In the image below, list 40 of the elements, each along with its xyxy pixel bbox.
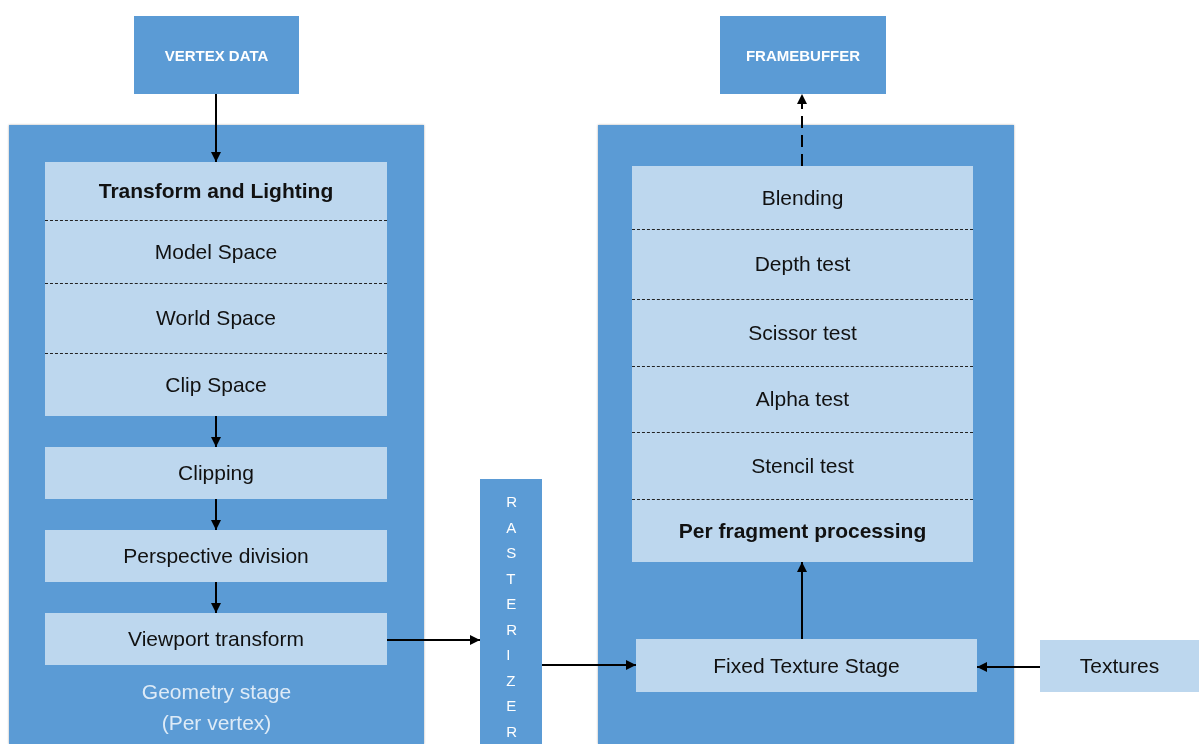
arrow <box>386 635 481 645</box>
box-label: Textures <box>1079 654 1160 678</box>
arrow <box>211 581 221 614</box>
section-label: Scissor test <box>748 320 857 345</box>
box-label: Fixed Texture Stage <box>713 653 900 678</box>
rasterizer-bar <box>480 479 542 744</box>
process-box <box>45 162 387 416</box>
section-label: Clip Space <box>165 372 267 397</box>
stage-panel <box>598 125 1014 744</box>
section-label: Model Space <box>154 239 278 264</box>
process-box <box>636 639 977 692</box>
box-label: VERTEX DATA <box>164 46 269 64</box>
process-box <box>45 447 387 499</box>
box-label: FRAMEBUFFER <box>745 46 861 64</box>
process-box <box>1040 640 1199 692</box>
stage-box <box>720 16 886 94</box>
process-box <box>45 530 387 582</box>
box-label: Viewport transform <box>128 627 304 651</box>
process-box <box>45 613 387 665</box>
box-label: Perspective division <box>123 544 309 568</box>
process-box <box>632 166 973 562</box>
arrow <box>541 660 637 670</box>
section-label: World Space <box>156 306 276 330</box>
box-label: Clipping <box>178 461 254 485</box>
dashed-arrow <box>797 93 807 167</box>
stage-label: Geometry stage (Per vertex) <box>140 679 293 736</box>
section-label: Per fragment processing <box>678 518 927 543</box>
section-label: Transform and Lighting <box>98 179 334 203</box>
section-label: Blending <box>761 185 844 210</box>
arrow <box>211 498 221 531</box>
arrow <box>211 415 221 448</box>
vertical-label: RASTERIZER <box>506 492 522 742</box>
stage-box <box>134 16 299 94</box>
arrow <box>211 93 221 163</box>
section-label: Depth test <box>754 252 851 276</box>
arrow <box>976 662 1041 672</box>
stage-panel <box>9 125 424 744</box>
section-label: Stencil test <box>751 453 854 478</box>
arrow <box>797 561 807 640</box>
section-label: Alpha test <box>755 387 850 411</box>
